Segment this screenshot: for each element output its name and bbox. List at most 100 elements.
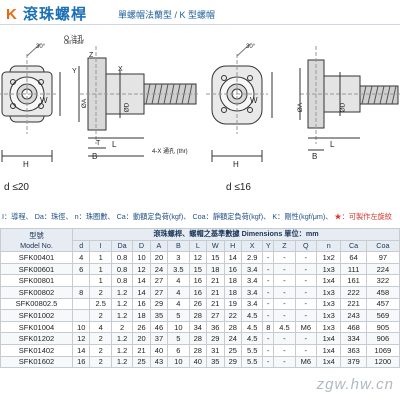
value-cell: 28: [188, 309, 208, 322]
value-cell: 5: [167, 332, 190, 345]
column-header: n: [315, 239, 342, 253]
value-cell: 22: [223, 309, 242, 322]
value-cell: 37: [149, 332, 169, 345]
value-cell: -: [294, 309, 317, 322]
value-cell: 3.5: [167, 262, 190, 276]
value-cell: 1: [89, 251, 112, 264]
oil-hole-label-en: Oil Hole: [64, 40, 84, 46]
value-cell: -: [262, 355, 275, 369]
value-cell: 906: [365, 332, 400, 345]
left-w-label: W: [40, 96, 48, 105]
value-cell: 10: [167, 355, 190, 369]
right-oa-label: ØA: [297, 102, 305, 113]
value-cell: 1: [89, 274, 112, 287]
value-cell: 25: [132, 355, 151, 369]
value-cell: 363: [340, 343, 367, 357]
value-cell: [71, 297, 91, 311]
value-cell: 21: [132, 343, 151, 357]
value-cell: 29: [149, 297, 169, 311]
column-header: Q: [294, 239, 317, 253]
model-cell: SFK00802: [0, 285, 73, 299]
value-cell: 379: [340, 355, 367, 369]
value-cell: 16: [223, 262, 242, 276]
model-cell: SFK00601: [0, 262, 73, 276]
table-caption: 滾珠螺桿、螺帽之基準數據 Dimensions 單位：mm: [72, 228, 400, 241]
value-cell: 29: [223, 355, 242, 369]
value-cell: 2.5: [89, 297, 112, 311]
value-cell: 24: [149, 262, 169, 276]
model-cell: SFK01402: [0, 343, 73, 357]
value-cell: -: [262, 343, 275, 357]
legend: I：導程、 Da：珠徑、 n：珠圈數、 Ca：動額定負荷(kgf)、 Coa：靜…: [2, 212, 400, 222]
model-cell: SFK01202: [0, 332, 73, 345]
value-cell: 64: [340, 251, 367, 264]
right-h-label: H: [233, 160, 239, 169]
value-cell: 2.9: [240, 251, 264, 264]
value-cell: 1.2: [110, 343, 134, 357]
value-cell: 20: [132, 332, 151, 345]
value-cell: 10: [71, 320, 91, 334]
value-cell: 1.2: [110, 309, 134, 322]
value-cell: -: [273, 332, 296, 345]
value-cell: 14: [71, 343, 91, 357]
value-cell: 21: [206, 285, 225, 299]
value-cell: 5.5: [240, 343, 264, 357]
value-cell: 31: [206, 343, 225, 357]
value-cell: 4: [71, 251, 91, 264]
value-cell: 15: [206, 251, 225, 264]
value-cell: -: [273, 355, 296, 369]
value-cell: -: [262, 309, 275, 322]
value-cell: 27: [149, 274, 169, 287]
value-cell: 4: [167, 285, 190, 299]
value-cell: 2: [89, 355, 112, 369]
value-cell: -: [262, 285, 275, 299]
right-front-view: [206, 43, 273, 162]
right-l-label: L: [330, 140, 335, 149]
right-b-label: B: [312, 152, 318, 161]
value-cell: 19: [223, 297, 242, 311]
value-cell: 21: [206, 297, 225, 311]
column-header: D: [132, 239, 151, 253]
value-cell: 1069: [365, 343, 400, 357]
right-angle-label: 30°: [246, 44, 256, 50]
right-hole-label: 4-X 通孔 (thr): [152, 149, 188, 155]
value-cell: 40: [188, 355, 208, 369]
value-cell: 1x4: [315, 343, 342, 357]
value-cell: 12: [71, 332, 91, 345]
value-cell: 8: [71, 285, 91, 299]
value-cell: -: [294, 274, 317, 287]
value-cell: -: [294, 332, 317, 345]
value-cell: 4.5: [240, 332, 264, 345]
left-l-label: L: [112, 140, 117, 149]
value-cell: -: [262, 297, 275, 311]
model-cell: SFK00401: [0, 251, 73, 264]
value-cell: 4.5: [240, 320, 264, 334]
value-cell: 468: [340, 320, 367, 334]
value-cell: 0.8: [110, 251, 134, 264]
right-side-view: [299, 46, 400, 151]
value-cell: 4: [89, 320, 112, 334]
left-front-view: [0, 43, 61, 162]
value-cell: 1.2: [110, 285, 134, 299]
value-cell: 15: [188, 262, 208, 276]
left-caption: d ≤20: [4, 182, 29, 193]
value-cell: 1x3: [315, 285, 342, 299]
value-cell: 16: [188, 285, 208, 299]
value-cell: 35: [206, 355, 225, 369]
value-cell: -: [273, 285, 296, 299]
value-cell: 6: [71, 262, 91, 276]
right-w-label: W: [250, 96, 258, 105]
value-cell: 4.5: [240, 309, 264, 322]
value-cell: 18: [206, 262, 225, 276]
value-cell: 1.2: [110, 297, 134, 311]
right-caption: d ≤16: [226, 182, 251, 193]
column-header: Z: [273, 239, 296, 253]
legend-text: I：導程、 Da：珠徑、 n：珠圈數、 Ca：動額定負荷(kgf)、 Coa：靜…: [2, 212, 335, 221]
model-cell: SFK00802.5: [0, 297, 73, 311]
value-cell: 35: [149, 309, 169, 322]
header-divider: [0, 24, 400, 25]
